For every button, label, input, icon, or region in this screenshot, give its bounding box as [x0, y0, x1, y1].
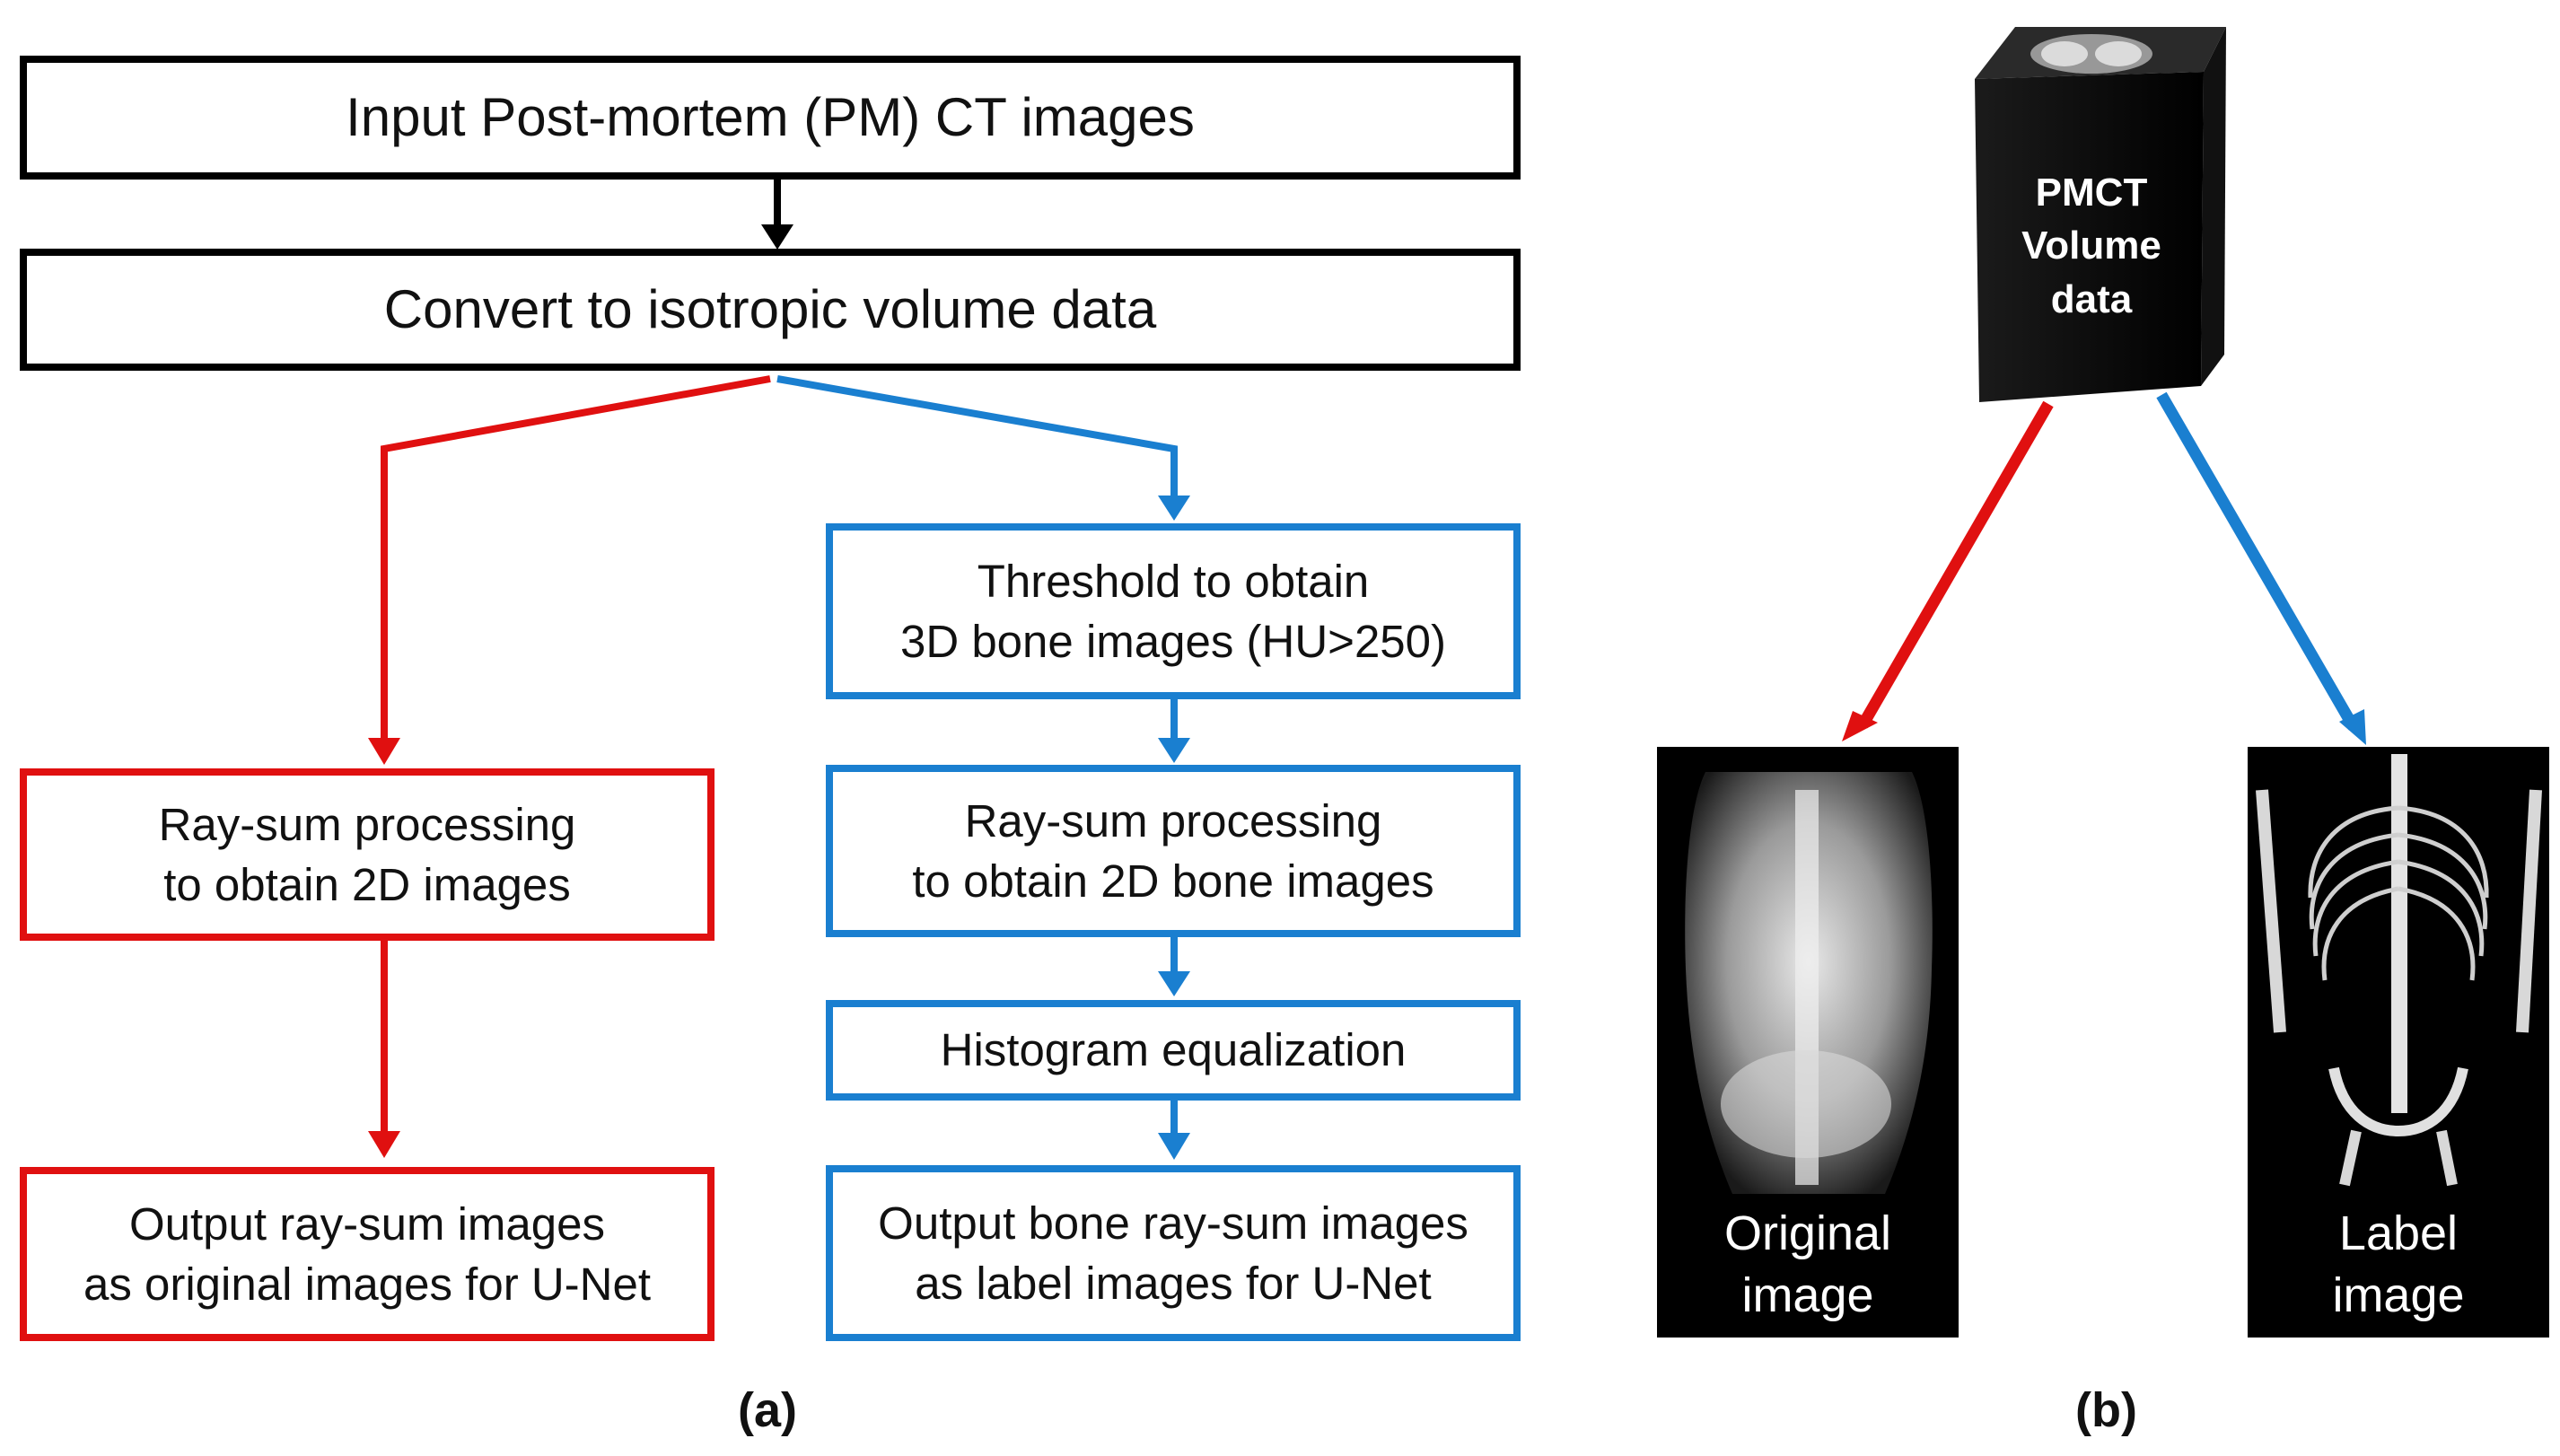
- label-image-panel: Label image: [2248, 1194, 2549, 1338]
- original-image-line2: image: [1741, 1268, 1874, 1323]
- pmct-volume-line1: PMCT: [2035, 171, 2148, 215]
- step-raysum-left-box: Ray-sum processing to obtain 2D images: [20, 768, 715, 941]
- panel-a-label: (a): [738, 1383, 797, 1437]
- label-image-line1: Label: [2338, 1206, 2459, 1260]
- arrow-volume-to-label: [2156, 391, 2366, 745]
- original-xray-image: [1657, 747, 1959, 1338]
- step-raysum-right-box: Ray-sum processing to obtain 2D bone ima…: [826, 765, 1521, 937]
- step-output-left-box: Output ray-sum images as original images…: [20, 1167, 715, 1341]
- arrow-convert-to-raysum-left: [368, 375, 771, 765]
- step-output-left-line2: as original images for U-Net: [83, 1259, 652, 1310]
- arrow-input-to-convert: [761, 176, 793, 250]
- pmct-volume-text: PMCT Volume data: [1979, 166, 2204, 326]
- step-convert-text: Convert to isotropic volume data: [383, 279, 1157, 340]
- step-output-right-box: Output bone ray-sum images as label imag…: [826, 1165, 1521, 1341]
- arrow-raysum-right-to-histogram: [1158, 937, 1190, 996]
- label-bone-image: [2248, 747, 2549, 1338]
- step-raysum-right-line1: Ray-sum processing: [964, 794, 1382, 846]
- original-image-line1: Original: [1723, 1206, 1892, 1260]
- pmct-volume-cube: [1975, 27, 2226, 402]
- label-image-line2: image: [2332, 1268, 2465, 1323]
- label-image-caption: Label image: [2248, 1203, 2549, 1327]
- step-raysum-left-line2: to obtain 2D images: [163, 859, 571, 910]
- step-output-left-line1: Output ray-sum images: [128, 1197, 606, 1250]
- step-raysum-left-line1: Ray-sum processing: [158, 798, 576, 850]
- step-output-right-line2: as label images for U-Net: [915, 1258, 1432, 1309]
- step-threshold-line2: 3D bone images (HU>250): [899, 616, 1447, 667]
- arrow-raysum-left-to-output-left: [368, 941, 400, 1158]
- arrow-histogram-to-output-right: [1158, 1101, 1190, 1160]
- step-raysum-right-line2: to obtain 2D bone images: [912, 855, 1434, 907]
- panel-b-label: (b): [2075, 1383, 2137, 1437]
- step-threshold-box: Threshold to obtain 3D bone images (HU>2…: [826, 523, 1521, 699]
- step-output-right-line1: Output bone ray-sum images: [878, 1197, 1468, 1249]
- arrow-convert-to-threshold: [776, 375, 1190, 521]
- step-input-box: Input Post-mortem (PM) CT images: [20, 56, 1521, 180]
- step-input-text: Input Post-mortem (PM) CT images: [346, 87, 1195, 148]
- original-image-panel: Original image: [1657, 1194, 1959, 1338]
- step-histogram-text: Histogram equalization: [940, 1024, 1407, 1076]
- original-image-caption: Original image: [1657, 1203, 1959, 1327]
- step-threshold-line1: Threshold to obtain: [977, 555, 1370, 607]
- step-convert-box: Convert to isotropic volume data: [20, 249, 1521, 371]
- arrow-volume-to-original: [1842, 400, 2054, 741]
- pmct-volume-line2: Volume data: [2021, 224, 2161, 321]
- step-histogram-box: Histogram equalization: [826, 1000, 1521, 1101]
- arrow-threshold-to-raysum-right: [1158, 698, 1190, 763]
